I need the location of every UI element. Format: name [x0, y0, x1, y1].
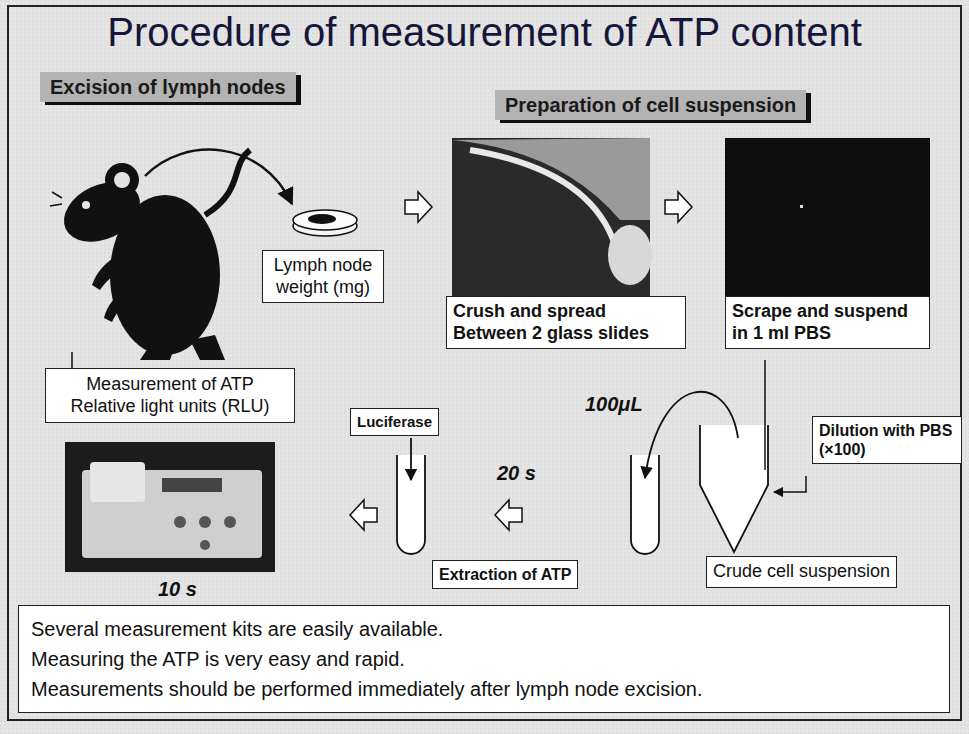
step-box: Extraction of ATP	[432, 560, 578, 589]
test-tube	[397, 425, 768, 554]
diagram-title: Procedure of measurement of ATP content	[0, 10, 969, 55]
mouse-figure	[50, 150, 250, 360]
node-text: Lymph node weight (mg)	[269, 255, 377, 298]
node-text: Preparation of cell suspension	[505, 93, 796, 117]
leader-line	[764, 360, 766, 470]
node-text: Extraction of ATP	[439, 565, 571, 584]
leader-line	[71, 352, 73, 368]
node-text: Dilution with PBS (×100)	[819, 421, 955, 459]
caption-box: Lymph node weight (mg)	[262, 250, 384, 303]
luminometer-photo	[65, 442, 275, 572]
arrow	[774, 476, 806, 492]
node-text: Scrape and suspend in 1 ml PBS	[732, 301, 923, 344]
node-text: Measurements should be performed immedia…	[31, 674, 937, 704]
note-box: Several measurement kits are easily avai…	[18, 605, 950, 713]
caption-box: Crush and spread Between 2 glass slides	[446, 296, 686, 349]
arrow	[410, 438, 412, 480]
node-text: Luciferase	[357, 413, 432, 431]
node-text: Measuring the ATP is very easy and rapid…	[31, 644, 937, 674]
reagent-box: Luciferase	[350, 408, 439, 436]
section-heading: Preparation of cell suspension	[495, 90, 806, 120]
node-text: Crush and spread Between 2 glass slides	[453, 301, 679, 344]
node-text: Several measurement kits are easily avai…	[31, 614, 937, 644]
time-volume-label: 100μL	[585, 393, 643, 416]
photo	[725, 138, 930, 298]
curved-arrow	[645, 392, 738, 478]
step-box: Dilution with PBS (×100)	[812, 416, 962, 464]
caption-box: Measurement of ATP Relative light units …	[45, 368, 295, 423]
caption-box: Crude cell suspension	[706, 556, 897, 588]
petri-dish	[293, 210, 357, 236]
node-text: Crude cell suspension	[713, 561, 890, 583]
time-volume-label: 20 s	[497, 462, 536, 485]
node-text: Excision of lymph nodes	[50, 75, 286, 99]
caption-box: Scrape and suspend in 1 ml PBS	[725, 296, 930, 349]
node-text: Measurement of ATP Relative light units …	[58, 374, 282, 417]
section-heading: Excision of lymph nodes	[40, 72, 296, 102]
curved-arrow	[145, 150, 292, 204]
time-volume-label: 10 s	[158, 578, 197, 601]
frame	[8, 6, 961, 720]
photo	[452, 138, 652, 298]
